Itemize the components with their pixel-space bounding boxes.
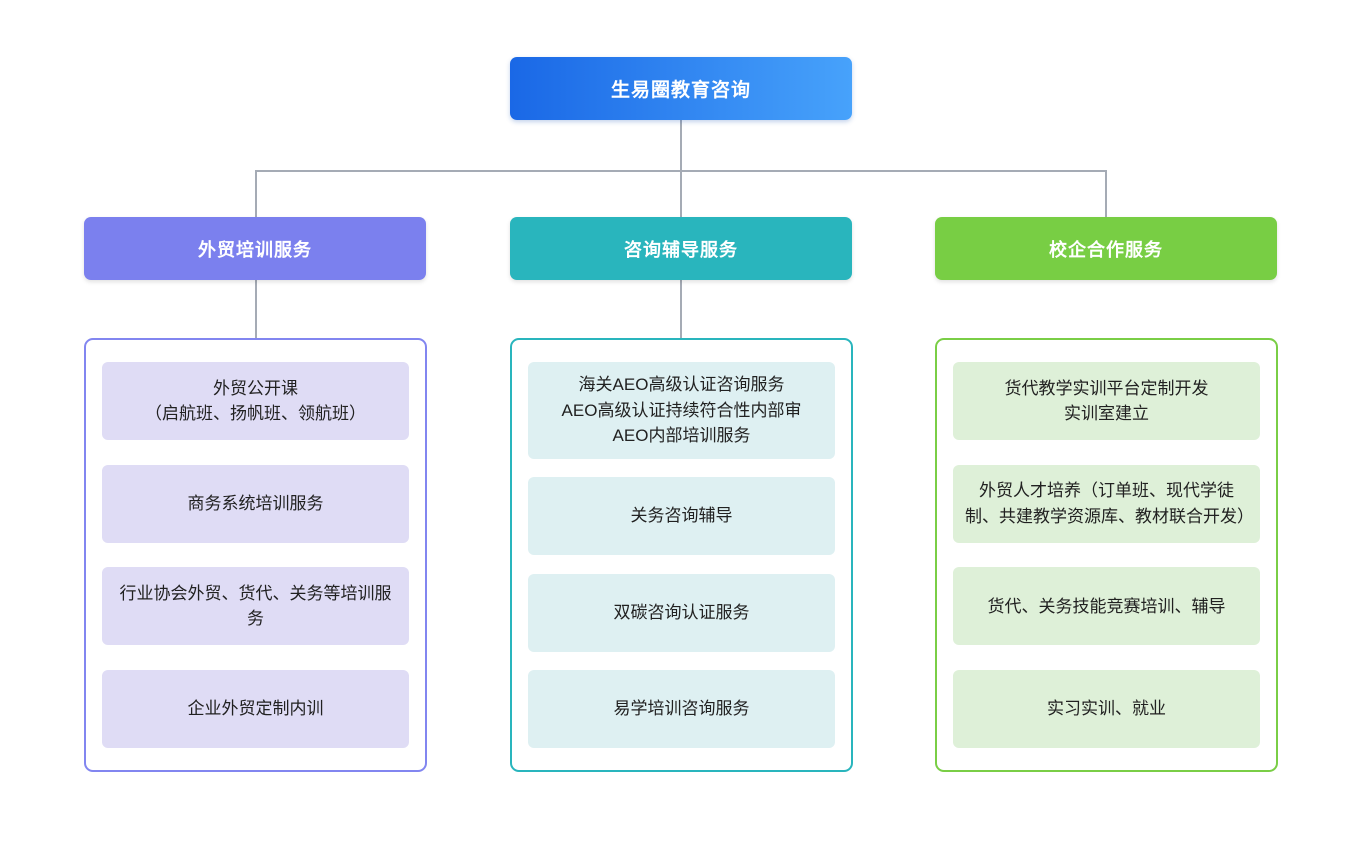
branch-header-label: 外贸培训服务 (198, 239, 312, 260)
connector-branch-2-box-line (680, 280, 682, 338)
leaf-node[interactable]: 外贸公开课 （启航班、扬帆班、领航班） (102, 362, 409, 440)
branch-header-consulting-coaching[interactable]: 咨询辅导服务 (510, 217, 852, 280)
root-node-label: 生易圈教育咨询 (610, 80, 751, 101)
leaf-node[interactable]: 实习实训、就业 (953, 669, 1260, 748)
branch-header-school-enterprise[interactable]: 校企合作服务 (935, 217, 1277, 280)
branch-header-label: 咨询辅导服务 (624, 239, 738, 260)
leaf-node[interactable]: 双碳咨询认证服务 (528, 573, 835, 652)
leaf-node[interactable]: 货代、关务技能竞赛培训、辅导 (953, 567, 1260, 646)
leaf-node[interactable]: 企业外贸定制内训 (102, 669, 409, 748)
leaf-node[interactable]: 外贸人才培养（订单班、现代学徒制、共建教学资源库、教材联合开发） (953, 464, 1260, 543)
branch-box-foreign-trade-training: 外贸公开课 （启航班、扬帆班、领航班） 商务系统培训服务 行业协会外贸、货代、关… (84, 338, 427, 772)
connector-root-stem-line (680, 120, 682, 171)
connector-branch-3-drop-line (1105, 170, 1107, 217)
root-node[interactable]: 生易圈教育咨询 (510, 57, 852, 120)
connector-branch-1-box-line (255, 280, 257, 338)
connector-branch-1-drop-line (255, 170, 257, 217)
leaf-node[interactable]: 商务系统培训服务 (102, 464, 409, 543)
branch-box-consulting-coaching: 海关AEO高级认证咨询服务 AEO高级认证持续符合性内部审 AEO内部培训服务 … (510, 338, 853, 772)
leaf-node[interactable]: 行业协会外贸、货代、关务等培训服务 (102, 567, 409, 646)
branch-header-foreign-trade-training[interactable]: 外贸培训服务 (84, 217, 426, 280)
branch-header-label: 校企合作服务 (1049, 239, 1163, 260)
leaf-node[interactable]: 货代教学实训平台定制开发 实训室建立 (953, 362, 1260, 440)
leaf-node[interactable]: 关务咨询辅导 (528, 477, 835, 555)
branch-box-school-enterprise: 货代教学实训平台定制开发 实训室建立 外贸人才培养（订单班、现代学徒制、共建教学… (935, 338, 1278, 772)
connector-branch-2-drop-line (680, 170, 682, 217)
leaf-node[interactable]: 易学培训咨询服务 (528, 670, 835, 748)
leaf-node[interactable]: 海关AEO高级认证咨询服务 AEO高级认证持续符合性内部审 AEO内部培训服务 (528, 362, 835, 459)
